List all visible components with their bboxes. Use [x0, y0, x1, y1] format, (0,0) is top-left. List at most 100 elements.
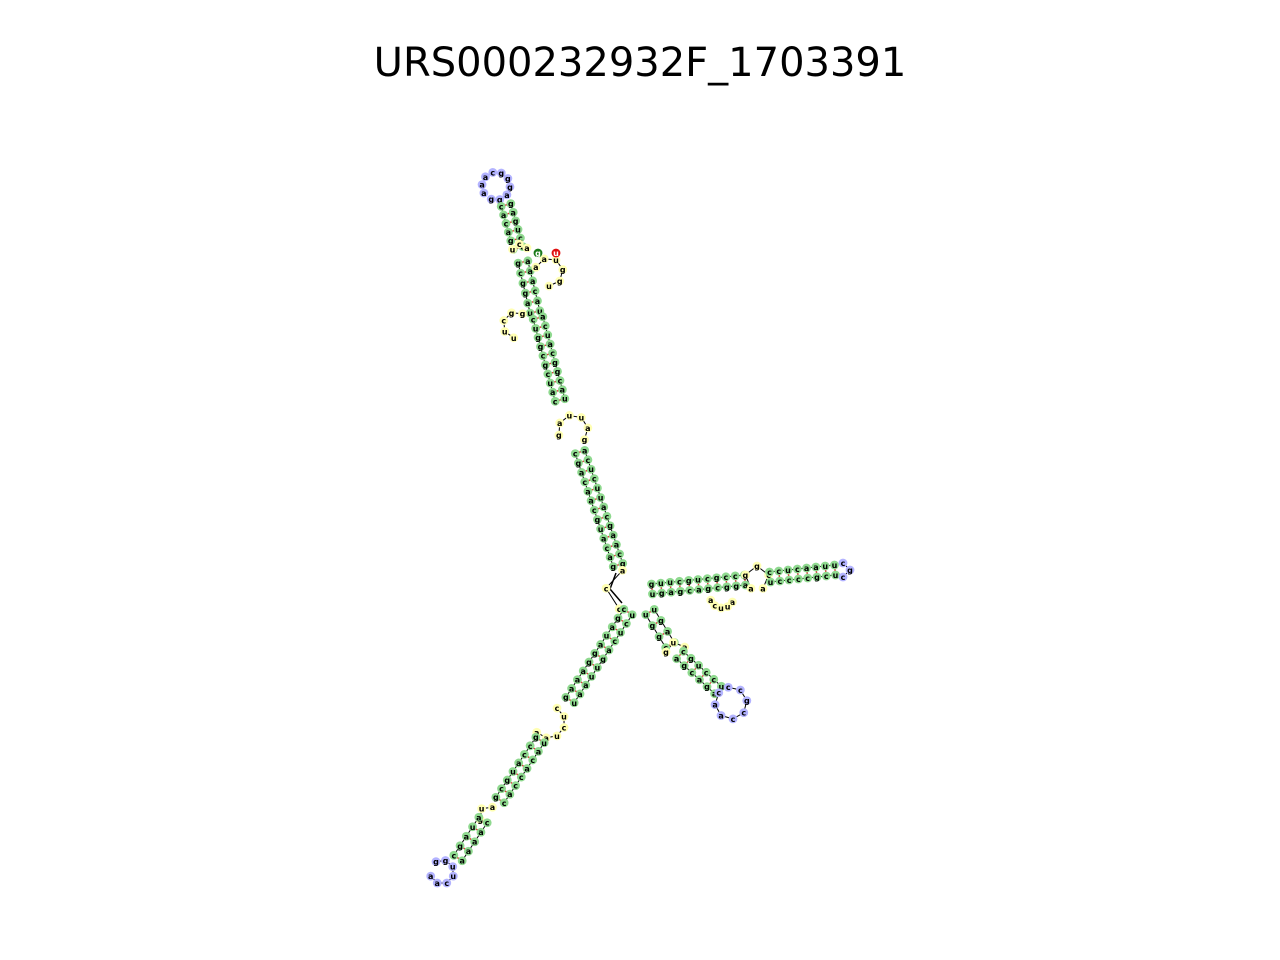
nucleotide-letter: c [704, 668, 709, 677]
nucleotide-circle [540, 360, 550, 370]
nucleotide-circle [477, 180, 487, 190]
nucleotide-circle [714, 688, 724, 698]
stem-nucleotide: c [784, 575, 794, 585]
nucleotide-letter: a [435, 879, 440, 888]
nucleotide-letter: c [528, 742, 533, 751]
nucleotide-letter: u [667, 578, 673, 587]
nucleotide-letter: u [768, 578, 774, 587]
stem-nucleotide: a [605, 552, 615, 562]
nucleotide-letter: a [583, 681, 588, 690]
stem-nucleotide: g [536, 342, 545, 352]
nucleotide-circle [523, 256, 533, 266]
nucleotide-letter: u [833, 571, 839, 580]
nucleotide-letter: g [663, 648, 669, 657]
stem-nucleotide: g [722, 582, 732, 592]
nucleotide-letter: g [681, 662, 687, 671]
nucleotide-circle [497, 784, 506, 794]
nucleotide-letter: c [502, 799, 507, 808]
nucleotide-circle [574, 458, 583, 468]
stem-nucleotide: a [586, 496, 596, 506]
nucleotide-letter: c [451, 851, 456, 860]
nucleotide-letter: u [629, 611, 635, 620]
stem-nucleotide: a [505, 789, 515, 799]
nucleotide-letter: g [538, 343, 544, 352]
nucleotide-letter: a [614, 541, 619, 550]
nucleotide-circle [648, 589, 657, 599]
stem-nucleotide: c [548, 348, 558, 358]
stem-nucleotide: a [599, 533, 609, 543]
stem-nucleotide: a [604, 645, 614, 655]
nucleotide-circle [774, 566, 784, 576]
hairpin-loop-nucleotide: g [742, 696, 752, 706]
stem-nucleotide: u [665, 577, 675, 587]
nucleotide-letter: g [520, 279, 526, 288]
nucleotide-letter: c [550, 349, 555, 358]
nucleotide-circle [551, 248, 561, 258]
stem-nucleotide: a [694, 585, 704, 594]
nucleotide-circle [531, 324, 541, 333]
nucleotide-letter: g [656, 633, 662, 642]
nucleotide-letter: c [724, 573, 729, 582]
nucleotide-letter: a [697, 676, 702, 685]
nucleotide-circle [502, 190, 512, 200]
stem-nucleotide: c [702, 574, 712, 584]
nucleotide-circle [520, 749, 529, 759]
stem-nucleotide: g [675, 586, 685, 596]
hairpin-loop-nucleotide: c [714, 688, 724, 698]
nucleotide-circle [499, 210, 508, 220]
nucleotide-circle [569, 698, 579, 708]
stem-nucleotide: g [679, 661, 689, 671]
nucleotide-letter: g [457, 842, 463, 851]
stem-nucleotide: c [580, 477, 590, 487]
nucleotide-circle [457, 856, 467, 866]
nucleotide-circle [684, 576, 694, 585]
nucleotide-letter: u [695, 576, 701, 585]
interior-loop-nucleotide: u [559, 712, 569, 722]
nucleotide-circle [502, 775, 512, 785]
stem-nucleotide: g [590, 648, 600, 658]
stem-nucleotide: u [468, 822, 477, 832]
nucleotide-letter: a [550, 388, 555, 397]
nucleotide-circle [538, 312, 548, 322]
nucleotide-letter: a [506, 228, 511, 237]
nucleotide-circle [531, 262, 541, 272]
stem-nucleotide: c [602, 543, 612, 553]
hairpin-loop-nucleotide: c [488, 167, 498, 177]
five-prime-end: g [533, 248, 543, 258]
hairpin-loop-nucleotide: g [486, 194, 496, 204]
hairpin-loop-nucleotide: g [441, 856, 450, 866]
stem-nucleotide: c [496, 201, 506, 211]
stem-nucleotide: g [502, 775, 512, 785]
hairpin-loop-nucleotide: c [723, 682, 733, 692]
interior-loop-nucleotide: a [706, 595, 716, 605]
nucleotide-letter: u [832, 561, 838, 570]
stem-nucleotide: a [607, 622, 617, 632]
stem-nucleotide: u [569, 698, 579, 708]
nucleotide-circle [730, 571, 740, 581]
nucleotide-circle [596, 524, 605, 534]
nucleotide-letter: g [497, 195, 503, 204]
nucleotide-circle [599, 502, 609, 512]
interior-loop-nucleotide: a [758, 583, 768, 593]
stem-nucleotide: a [612, 540, 621, 550]
nucleotide-circle [641, 610, 651, 619]
nucleotide-letter: u [567, 411, 573, 420]
nucleotide-letter: a [478, 828, 483, 837]
interior-loop-nucleotide: u [669, 637, 678, 647]
nucleotide-letter: g [650, 622, 656, 631]
nucleotide-circle [564, 411, 574, 420]
nucleotide-circle [590, 648, 600, 658]
stem-nucleotide: u [592, 663, 602, 673]
stem-nucleotide: c [687, 668, 697, 678]
nucleotide-circle [538, 351, 548, 361]
nucleotide-circle [578, 666, 588, 676]
nucleotide-letter: c [712, 602, 717, 611]
nucleotide-circle [621, 619, 631, 628]
stem-nucleotide: c [530, 286, 540, 296]
nucleotide-letter: a [524, 764, 529, 773]
nucleotide-letter: c [504, 220, 509, 229]
nucleotide-letter: c [677, 577, 682, 586]
nucleotide-circle [654, 632, 664, 641]
nucleotide-circle [678, 646, 688, 656]
hairpin-loop-nucleotide: g [505, 182, 515, 192]
